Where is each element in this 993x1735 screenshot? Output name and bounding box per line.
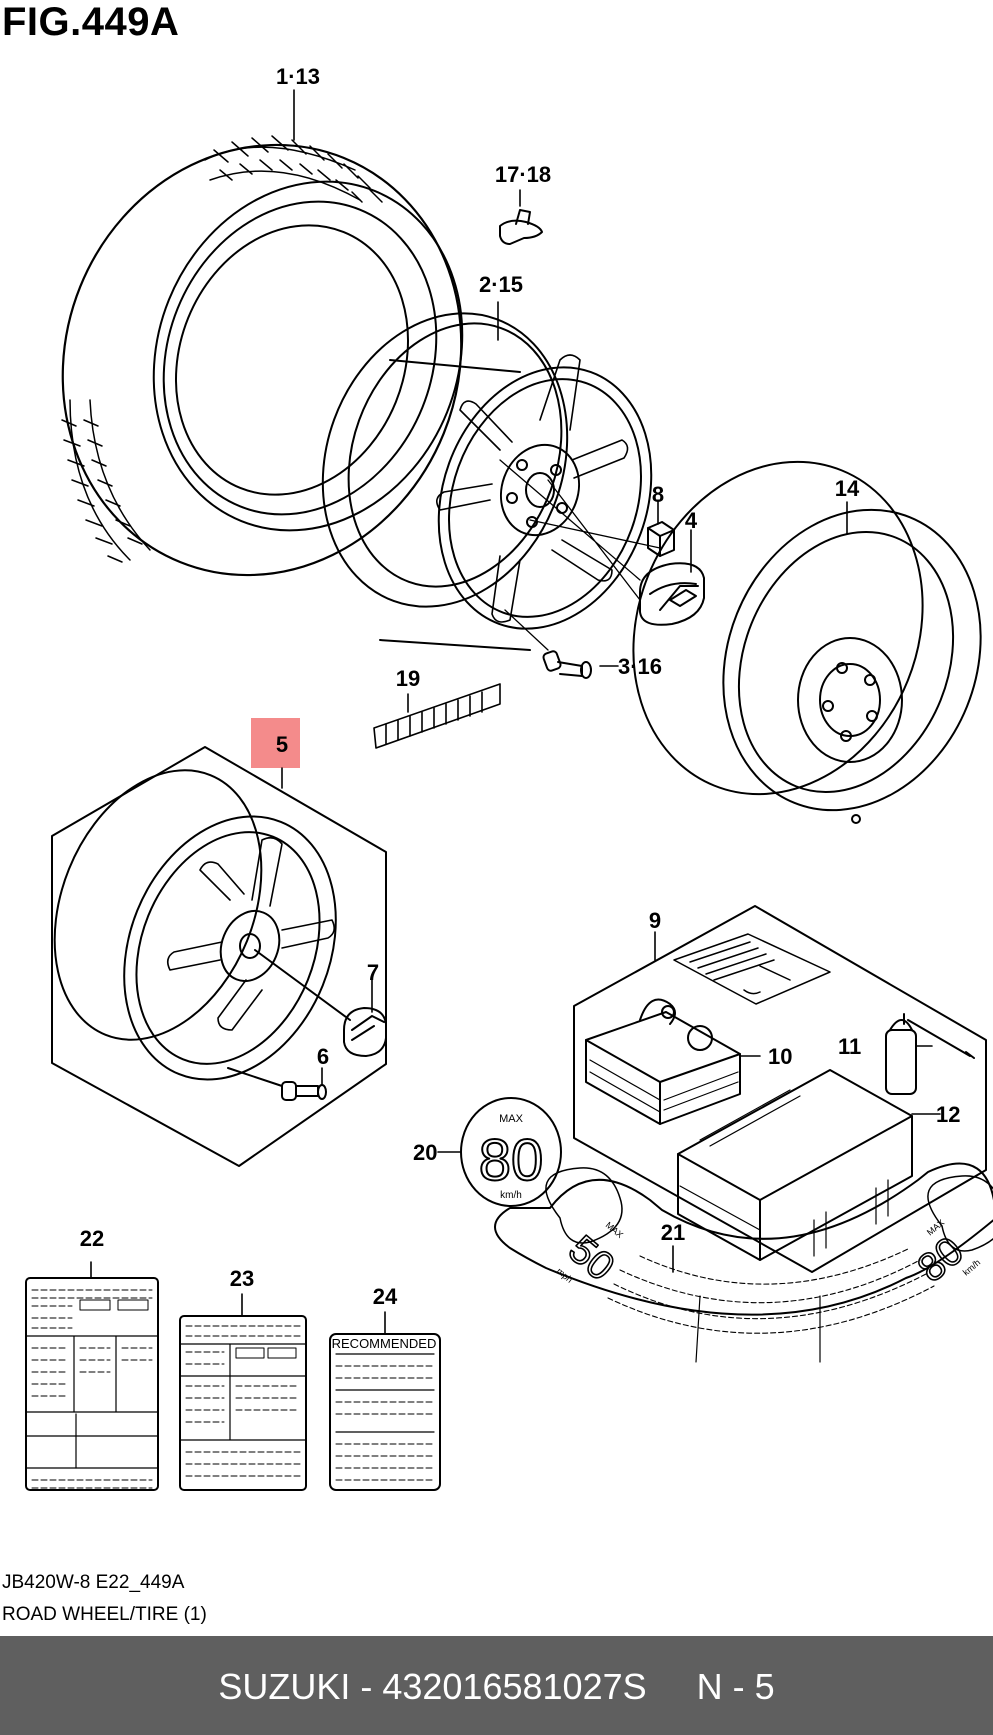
callout-4: 4 [685, 508, 698, 533]
label-24-title: RECOMMENDED [332, 1336, 437, 1351]
figure-title: FIG.449A [2, 0, 180, 44]
callout-19: 19 [396, 666, 420, 691]
alloy-wheel [321, 312, 653, 651]
callout-1-13: 1·13 [276, 64, 320, 89]
spare-wheel [632, 460, 982, 824]
callout-22: 22 [80, 1226, 104, 1251]
callout-3-16: 3·16 [618, 654, 662, 679]
speed-label-unit: km/h [500, 1190, 522, 1201]
callout-17-18: 17·18 [495, 162, 551, 187]
callout-12: 12 [936, 1102, 960, 1127]
callout-8: 8 [652, 482, 664, 507]
repair-kit-panel [573, 905, 987, 1273]
figure-code: JB420W-8 E22_449A [2, 1572, 185, 1593]
callout-20: 20 [413, 1140, 437, 1165]
leader-lines [90, 89, 941, 1335]
callout-5: 5 [276, 732, 288, 757]
callout-14: 14 [835, 476, 860, 501]
center-cap [639, 562, 705, 626]
balance-weight [373, 683, 501, 749]
callout-10: 10 [768, 1044, 792, 1069]
speed-label-max: MAX [499, 1113, 524, 1125]
tpms-valve [499, 209, 543, 245]
tire-pressure-label-24 [329, 1333, 441, 1491]
callout-21: 21 [661, 1220, 685, 1245]
callout-23: 23 [230, 1266, 254, 1291]
tire-info-label-22 [25, 1277, 159, 1491]
speed-strip [494, 1162, 993, 1363]
tire [61, 135, 464, 577]
figure-name: ROAD WHEEL/TIRE (1) [2, 1604, 207, 1625]
strip-right-value: 80 [910, 1229, 972, 1291]
parts-diagram: 1·13 17·18 2·15 8 4 14 3·16 19 5 7 6 9 1… [25, 64, 993, 1491]
speed-label [460, 1097, 562, 1207]
part-number-text: SUZUKI - 432016581027S N - 5 [218, 1666, 775, 1707]
highlight-box-5 [251, 718, 300, 768]
callout-2-15: 2·15 [479, 272, 523, 297]
speed-label-value: 80 [479, 1128, 544, 1193]
callout-9: 9 [649, 908, 661, 933]
callout-6: 6 [317, 1044, 329, 1069]
callout-24: 24 [373, 1284, 398, 1309]
tire-info-label-23 [179, 1315, 307, 1491]
strip-left-max: MAX [604, 1220, 625, 1240]
valve-stem [542, 650, 592, 679]
bottom-bar: SUZUKI - 432016581027S N - 5 [0, 1636, 993, 1735]
callout-7: 7 [367, 960, 379, 985]
wheel-panel-5 [51, 746, 387, 1167]
callout-11: 11 [838, 1034, 861, 1059]
